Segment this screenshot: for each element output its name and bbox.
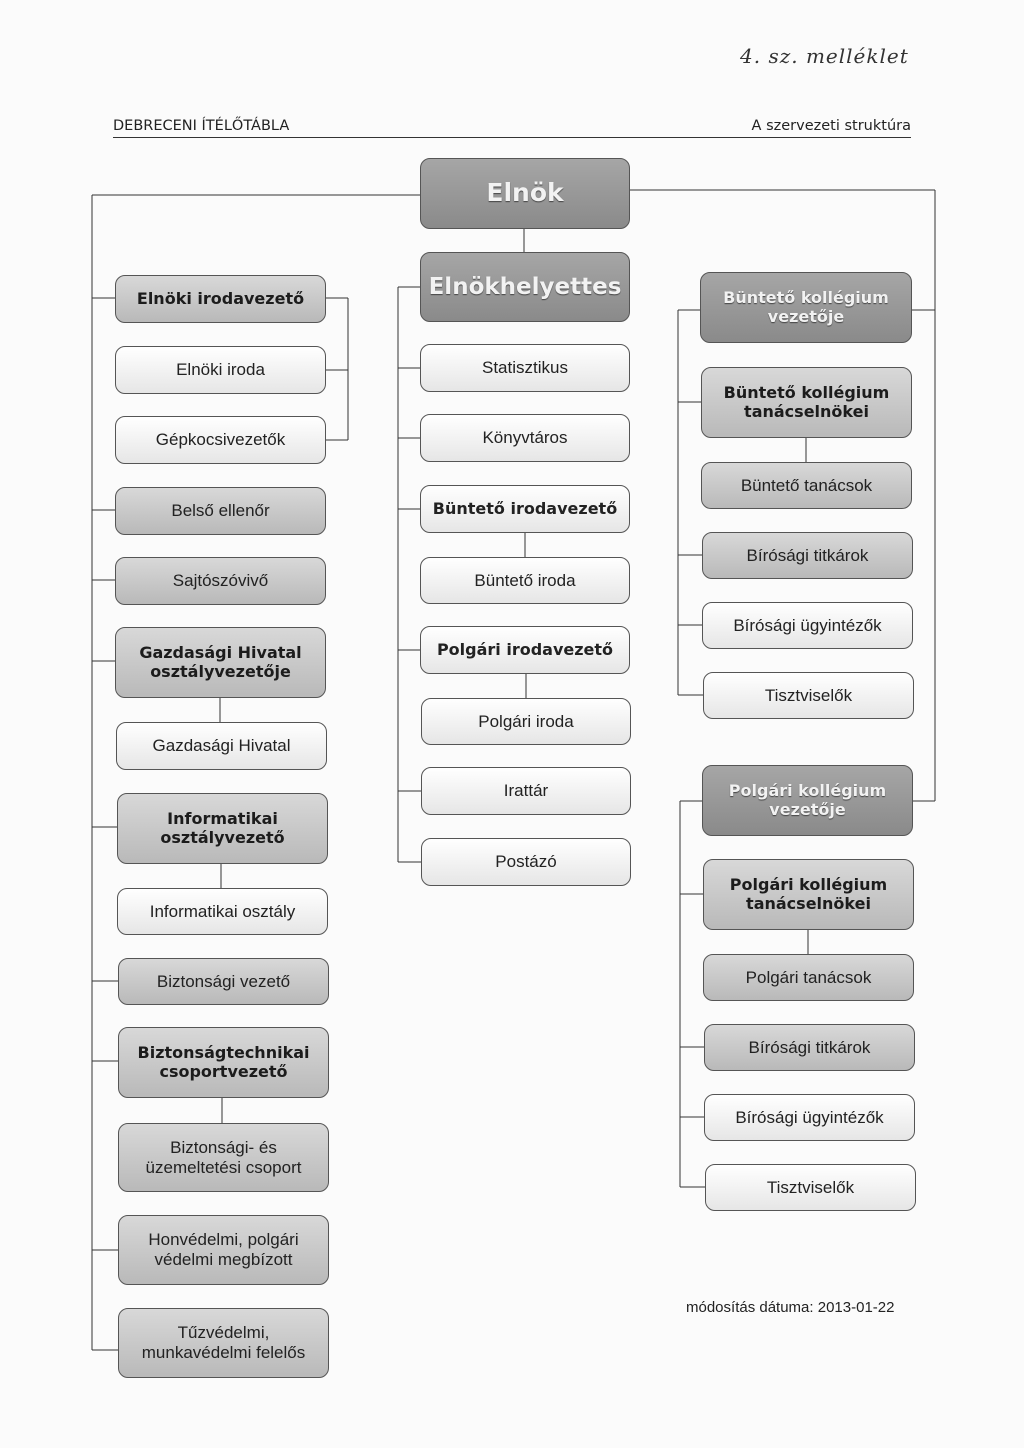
modification-date: módosítás dátuma: 2013-01-22 xyxy=(686,1299,895,1316)
node-biztonsagtechnikai: Biztonságtechnikai csoportvezető xyxy=(118,1027,329,1098)
node-bunteto-tanacsok: Büntető tanácsok xyxy=(701,462,912,509)
node-belso-ellenor: Belső ellenőr xyxy=(115,487,326,535)
node-p-tisztviselok: Tisztviselők xyxy=(705,1164,916,1211)
node-b-birosagi-ugyintezok: Bírósági ügyintézők xyxy=(702,602,913,649)
node-bunteto-irodavezeto: Büntető irodavezető xyxy=(420,485,630,533)
node-polgari-tanacselnokei: Polgári kollégium tanácselnökei xyxy=(703,859,914,930)
node-bunteto-tanacselnokei: Büntető kollégium tanácselnökei xyxy=(701,367,912,438)
node-tuzvedelmi: Tűzvédelmi, munkavédelmi felelős xyxy=(118,1308,329,1378)
node-biztonsagi-vezeto: Biztonsági vezető xyxy=(118,958,329,1005)
node-b-birosagi-titkarok: Bírósági titkárok xyxy=(702,532,913,579)
handwritten-annex-note: 4. sz. melléklet xyxy=(740,44,909,68)
node-bunteto-kollegium-vezeto: Büntető kollégium vezetője xyxy=(700,272,912,343)
node-p-birosagi-ugyintezok: Bírósági ügyintézők xyxy=(704,1094,915,1141)
organization-name: DEBRECENI ÍTÉLŐTÁBLA xyxy=(113,118,290,134)
node-konyvtaros: Könyvtáros xyxy=(420,414,630,462)
node-honvedelmi: Honvédelmi, polgári védelmi megbízott xyxy=(118,1215,329,1285)
node-b-tisztviselok: Tisztviselők xyxy=(703,672,914,719)
node-polgari-irodavezeto: Polgári irodavezető xyxy=(420,626,630,674)
node-gazdasagi-hivatal: Gazdasági Hivatal xyxy=(116,722,327,770)
node-informatikai-vezeto: Informatikai osztályvezető xyxy=(117,793,328,864)
node-postazo: Postázó xyxy=(421,838,631,886)
node-gepkocsivezetok: Gépkocsivezetők xyxy=(115,416,326,464)
node-sajtoszovivo: Sajtószóvivő xyxy=(115,557,326,605)
node-elnoki-irodavezeto: Elnöki irodavezető xyxy=(115,275,326,323)
node-elnok: Elnök xyxy=(420,158,630,229)
node-polgari-kollegium-vezeto: Polgári kollégium vezetője xyxy=(702,765,913,836)
node-gazdasagi-vezeto: Gazdasági Hivatal osztályvezetője xyxy=(115,627,326,698)
node-bunteto-iroda: Büntető iroda xyxy=(420,557,630,604)
document-title: A szervezeti struktúra xyxy=(751,118,911,134)
node-elnoki-iroda: Elnöki iroda xyxy=(115,346,326,394)
node-elnokhelyettes: Elnökhelyettes xyxy=(420,252,630,322)
node-irattar: Irattár xyxy=(421,767,631,815)
header-rule xyxy=(113,137,911,138)
node-uzemeltetesi-csoport: Biztonsági- és üzemeltetési csoport xyxy=(118,1123,329,1192)
node-polgari-tanacsok: Polgári tanácsok xyxy=(703,954,914,1001)
node-polgari-iroda: Polgári iroda xyxy=(421,698,631,745)
node-statisztikus: Statisztikus xyxy=(420,344,630,392)
node-p-birosagi-titkarok: Bírósági titkárok xyxy=(704,1024,915,1071)
node-informatikai-osztaly: Informatikai osztály xyxy=(117,888,328,935)
